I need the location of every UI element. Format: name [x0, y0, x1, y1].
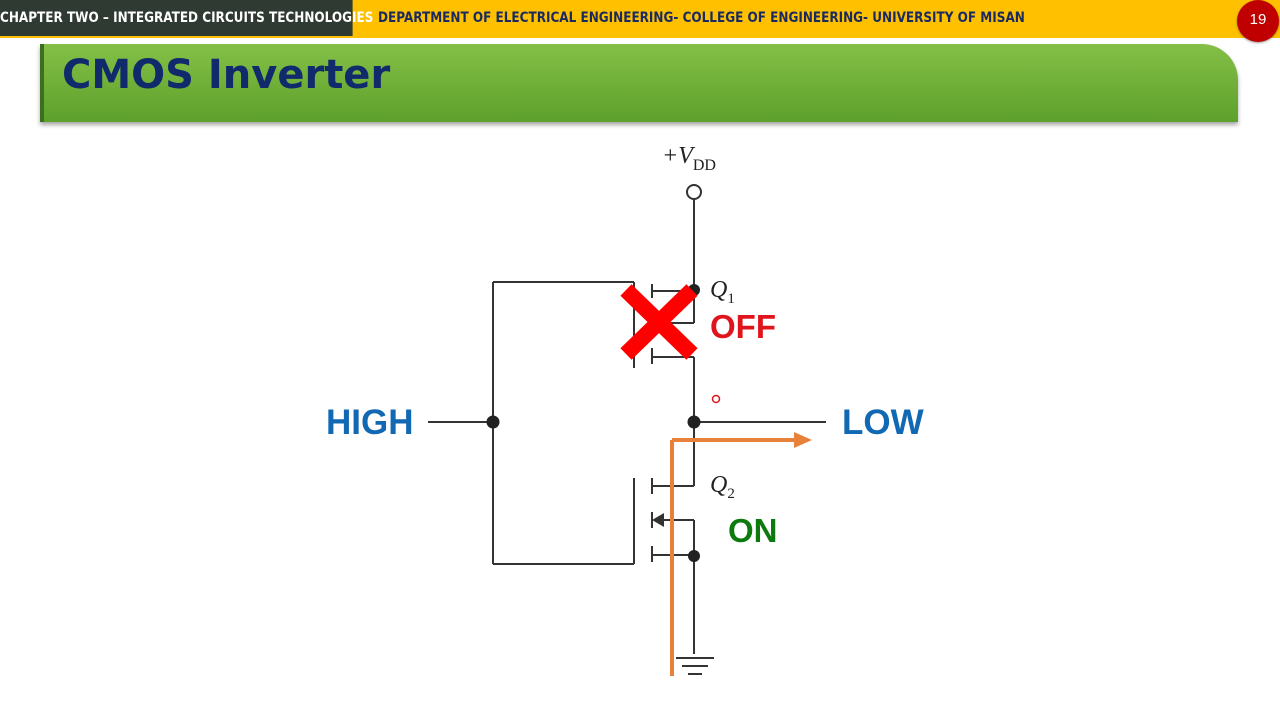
- output-junction: [687, 415, 701, 429]
- output-low-label: LOW: [842, 403, 924, 442]
- chapter-title: CHAPTER TWO – INTEGRATED CIRCUITS TECHNO…: [0, 0, 373, 36]
- input-high-label: HIGH: [326, 403, 414, 442]
- off-cross-stroke-2: [620, 284, 698, 360]
- ground-symbol: [676, 657, 714, 675]
- q1-label: Q1: [710, 277, 735, 307]
- page-number-badge: 19: [1237, 0, 1279, 42]
- pointer-marker-icon: [711, 394, 721, 404]
- title-band: CMOS Inverter: [40, 44, 1238, 122]
- junction-dots: [486, 284, 701, 562]
- q1-state-label: OFF: [710, 308, 776, 345]
- current-arrow-head: [794, 432, 812, 448]
- vdd-terminal: [686, 184, 702, 200]
- q2-body-arrow: [652, 513, 664, 527]
- header-bar: CHAPTER TWO – INTEGRATED CIRCUITS TECHNO…: [0, 0, 1280, 38]
- current-path: [670, 438, 796, 676]
- q2-label: Q2: [710, 472, 735, 502]
- off-cross-icon: [620, 284, 698, 360]
- department-title: DEPARTMENT OF ELECTRICAL ENGINEERING- CO…: [378, 10, 1025, 26]
- q2-state-label: ON: [728, 512, 778, 549]
- slide-title: CMOS Inverter: [62, 52, 391, 98]
- q2-source-junction: [688, 550, 700, 562]
- input-junction: [486, 415, 500, 429]
- vdd-label: +VDD: [662, 143, 716, 174]
